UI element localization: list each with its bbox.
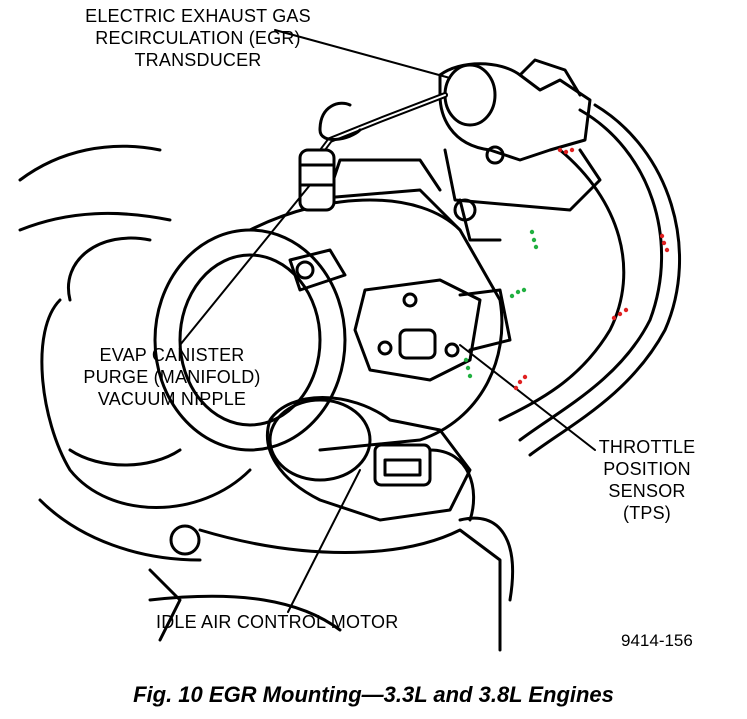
evap-leader	[179, 184, 311, 346]
wiring-harness	[518, 108, 663, 442]
egr-label-line-3: TRANSDUCER	[134, 50, 262, 70]
figure-id: 9414-156	[621, 631, 693, 650]
evap-label-line-1: EVAP CANISTER	[99, 345, 245, 365]
tps-label-line-4: (TPS)	[623, 503, 671, 523]
egr-transducer-label: ELECTRIC EXHAUST GAS RECIRCULATION (EGR)…	[68, 5, 328, 71]
marker-dots	[463, 147, 670, 391]
tps-label-line-1: THROTTLE	[598, 437, 696, 457]
throttle-position-sensor	[353, 278, 482, 382]
tps-label-line-2: POSITION	[603, 459, 691, 479]
evap-label-line-2: PURGE (MANIFOLD)	[83, 367, 261, 387]
tps-leader	[459, 344, 596, 451]
egr-leader	[274, 29, 451, 79]
egr-transducer	[438, 62, 592, 162]
idle-air-control-motor	[265, 396, 472, 522]
egr-label-line-1: ELECTRIC EXHAUST GAS	[85, 6, 311, 26]
iac-leader	[287, 469, 361, 613]
evap-nipple-label: EVAP CANISTER PURGE (MANIFOLD) VACUUM NI…	[66, 344, 278, 410]
tps-label-line-3: SENSOR	[608, 481, 686, 501]
left-hose	[40, 298, 252, 509]
figure-caption: Fig. 10 EGR Mounting—3.3L and 3.8L Engin…	[133, 682, 614, 707]
egr-label-line-2: RECIRCULATION (EGR)	[95, 28, 301, 48]
tps-label: THROTTLE POSITION SENSOR (TPS)	[588, 436, 706, 524]
evap-label-line-3: VACUUM NIPPLE	[97, 389, 247, 409]
iac-motor-label: IDLE AIR CONTROL MOTOR	[156, 612, 399, 632]
